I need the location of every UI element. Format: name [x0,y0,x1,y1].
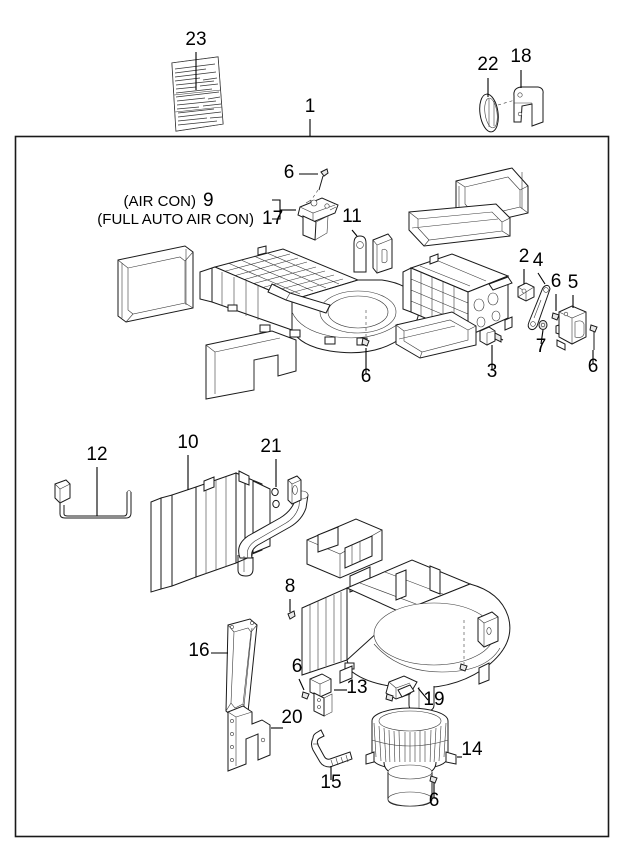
leader-4 [537,272,546,285]
callout-22: 22 [477,54,498,75]
part-23-information-label [171,56,224,132]
part-19-resistor [385,675,418,702]
callout-3: 3 [487,361,498,382]
assembly-frame [14,135,610,838]
callout-6-relay: 6 [292,656,303,677]
part-5-control-module-box [555,305,587,351]
callout-11: 11 [342,206,362,227]
part-18-mounting-bracket [513,86,544,127]
upper-small-block [372,233,393,274]
callout-2: 2 [519,246,530,267]
part-6-screw-upper [318,168,329,191]
callout-13: 13 [346,677,367,698]
callout-7: 7 [536,336,547,357]
leader-6-relay [298,678,305,691]
callout-5: 5 [568,272,579,293]
callout-6-blower: 6 [429,790,440,811]
callout-15: 15 [320,772,341,793]
callout-16: 16 [188,640,209,661]
callout-21: 21 [260,436,281,457]
leader-19 [417,687,429,701]
part-6-screw-blower [429,775,438,784]
part-2-connector-fitting [517,282,535,302]
part-9-17-actuator-motor [297,197,339,241]
part-11-bracket-tab [353,235,367,273]
blower-case-main [301,559,511,713]
callout-6-right: 6 [588,356,599,377]
leader-11 [351,229,358,237]
callout-8: 8 [285,576,296,597]
heater-lower-duct [205,330,297,400]
part-3-screw-grommet [479,326,504,346]
part-4-link-rod [527,284,551,331]
heater-case-main-body [199,245,420,354]
callout-6-heater: 6 [361,366,372,387]
callout-18: 18 [510,46,531,67]
part-8-clip [287,610,296,620]
callout-12: 12 [86,444,107,465]
part-10-evaporator-core [150,470,309,593]
callout-23: 23 [185,29,206,50]
callout-6-module: 6 [551,271,562,292]
callout-19: 19 [423,689,444,710]
part-16-cabin-air-filter [225,618,258,719]
part-22-seal-ring [479,93,499,133]
callout-20: 20 [281,707,302,728]
part-6-screw-right [589,324,598,350]
part-14-blower-motor [365,707,457,807]
clip-right-blower [459,663,468,672]
callout-1: 1 [305,96,316,117]
part-6-screw-relay [301,691,310,700]
callout-4: 4 [533,250,544,271]
part-12-refrigerant-pipe [54,479,132,519]
part-15-drain-hose [311,729,353,768]
part-21-o-ring-set [271,475,302,509]
label-air-con: (AIR CON) [124,193,197,210]
lower-right-small-block [477,611,499,648]
part-6-screw-module [551,312,560,321]
label-full-auto-air-con: (FULL AUTO AIR CON) [97,211,254,228]
upper-right-tray [408,203,511,247]
callout-6-upper: 6 [284,162,295,183]
upper-left-duct-frame [117,245,194,323]
part-6-screw-heater [361,337,370,347]
part-13-relay-bracket [309,673,333,717]
callout-14: 14 [461,739,483,760]
callout-10: 10 [177,432,198,453]
part-7-nut [538,320,548,330]
part-20-support-bracket [227,705,271,772]
right-lower-duct [395,311,477,359]
leader-7 [540,329,544,345]
callout-9: 9 [203,190,214,211]
